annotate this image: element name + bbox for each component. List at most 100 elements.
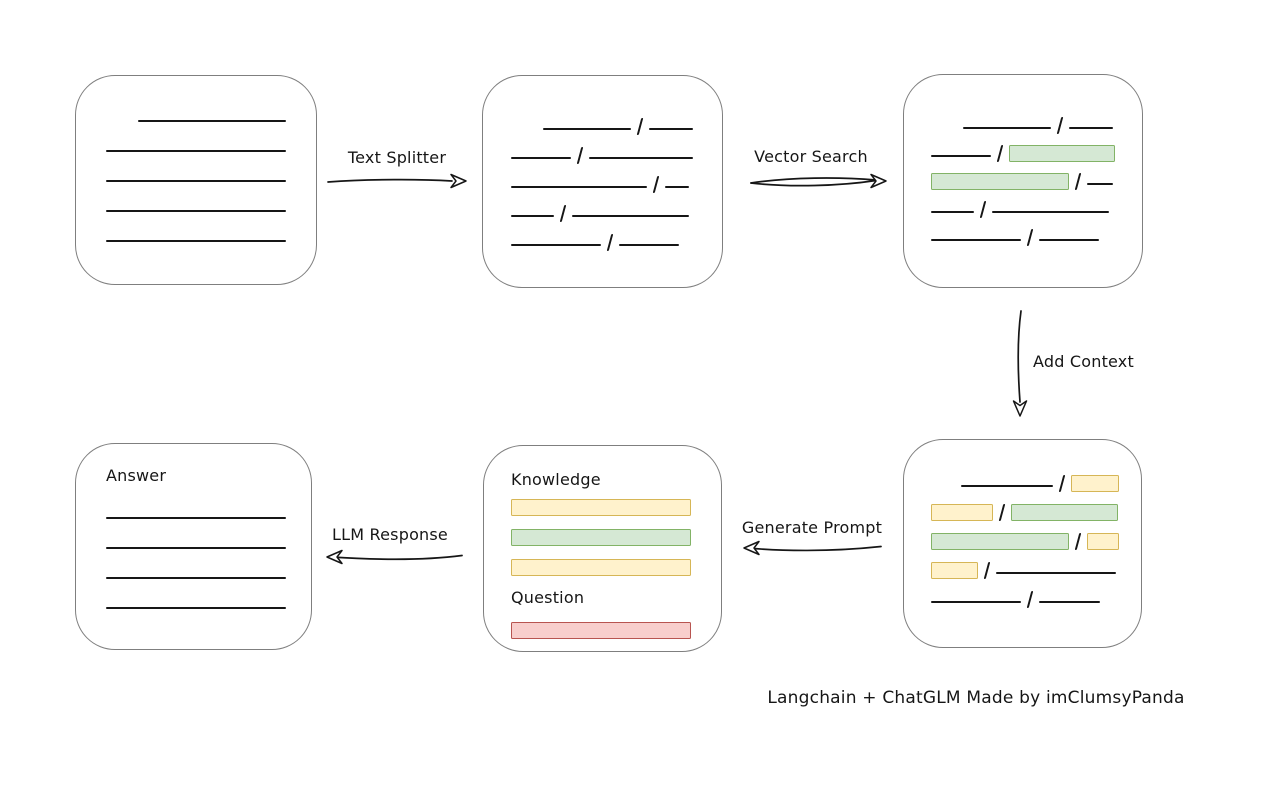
split-chunks-rows — [483, 76, 722, 251]
chunk-row — [904, 503, 1141, 521]
llm-response-label: LLM Response — [332, 525, 448, 544]
text-line — [1087, 183, 1113, 185]
question-label: Question — [511, 588, 585, 607]
yellow-chunk — [931, 503, 993, 521]
generate-prompt-arrow — [743, 540, 882, 556]
slash-separator — [1056, 116, 1064, 134]
chunk-row — [76, 229, 316, 247]
green-chunk — [931, 172, 1069, 190]
chunk-row — [76, 139, 316, 157]
chunk-row — [511, 498, 721, 516]
diagram-caption: Langchain + ChatGLM Made by imClumsyPand… — [767, 688, 1185, 708]
knowledge-label: Knowledge — [511, 470, 601, 489]
green-chunk — [1009, 144, 1115, 162]
text-line — [931, 239, 1021, 241]
split-chunks-box — [482, 75, 723, 288]
text-line — [572, 215, 689, 217]
source-document-box — [75, 75, 317, 285]
question-bar — [511, 621, 721, 639]
text-line — [106, 517, 286, 519]
slash-separator — [1074, 172, 1082, 190]
chunk-row — [106, 506, 311, 524]
text-line — [511, 215, 554, 217]
slash-separator — [576, 146, 584, 164]
chunk-row — [511, 528, 721, 546]
chunk-row — [76, 169, 316, 187]
green-chunk — [1011, 503, 1118, 521]
text-line — [106, 150, 286, 152]
slash-separator — [1074, 532, 1082, 550]
chunk-row — [904, 590, 1141, 608]
context-chunks-box — [903, 439, 1142, 648]
chunk-row — [76, 199, 316, 217]
text-line — [511, 244, 601, 246]
red-chunk — [511, 621, 691, 639]
chunk-row — [904, 144, 1142, 162]
chunk-row — [904, 200, 1142, 218]
text-line — [106, 180, 286, 182]
text-line — [619, 244, 679, 246]
text-line — [511, 157, 571, 159]
slash-separator — [996, 144, 1004, 162]
text-line — [1039, 601, 1100, 603]
yellow-chunk — [1087, 532, 1119, 550]
green-chunk — [511, 528, 691, 546]
chunk-row — [904, 228, 1142, 246]
matched-chunks-rows — [904, 75, 1142, 246]
chunk-row — [904, 474, 1141, 492]
chunk-row — [106, 596, 311, 614]
text-line — [589, 157, 693, 159]
chunk-row — [904, 172, 1142, 190]
chunk-row — [76, 109, 316, 127]
answer-lines — [106, 506, 311, 614]
text-line — [106, 240, 286, 242]
chunk-row — [106, 536, 311, 554]
slash-separator — [983, 561, 991, 579]
chunk-row — [483, 204, 722, 222]
text-line — [992, 211, 1109, 213]
yellow-chunk — [511, 498, 691, 516]
text-splitter-label: Text Splitter — [347, 148, 447, 167]
text-splitter-arrow — [327, 173, 467, 189]
vector-search-label: Vector Search — [754, 147, 868, 166]
chunk-row — [106, 566, 311, 584]
chunk-row — [904, 116, 1142, 134]
answer-box: Answer — [75, 443, 312, 650]
knowledge-bars — [511, 498, 721, 576]
slash-separator — [559, 204, 567, 222]
matched-chunks-box — [903, 74, 1143, 288]
text-line — [1039, 239, 1099, 241]
text-line — [1069, 127, 1113, 129]
yellow-chunk — [931, 561, 978, 579]
slash-separator — [606, 233, 614, 251]
text-line — [665, 186, 689, 188]
chunk-row — [483, 175, 722, 193]
slash-separator — [1026, 228, 1034, 246]
llm-response-arrow — [326, 549, 463, 565]
text-line — [931, 601, 1021, 603]
text-line — [961, 485, 1053, 487]
text-line — [963, 127, 1051, 129]
answer-label: Answer — [106, 466, 167, 485]
vector-search-arrow — [750, 173, 887, 189]
text-line — [106, 547, 286, 549]
slash-separator — [979, 200, 987, 218]
slash-separator — [652, 175, 660, 193]
text-line — [106, 210, 286, 212]
text-line — [138, 120, 286, 122]
chunk-row — [483, 117, 722, 135]
context-chunks-rows — [904, 440, 1141, 608]
text-line — [649, 128, 693, 130]
chunk-row — [904, 532, 1141, 550]
chunk-row — [483, 233, 722, 251]
text-line — [511, 186, 647, 188]
slash-separator — [1026, 590, 1034, 608]
yellow-chunk — [1071, 474, 1119, 492]
text-line — [106, 577, 286, 579]
chunk-row — [904, 561, 1141, 579]
source-document-lines — [76, 76, 316, 247]
add-context-arrow — [1012, 310, 1028, 417]
add-context-label: Add Context — [1033, 352, 1134, 371]
slash-separator — [998, 503, 1006, 521]
text-line — [931, 211, 974, 213]
